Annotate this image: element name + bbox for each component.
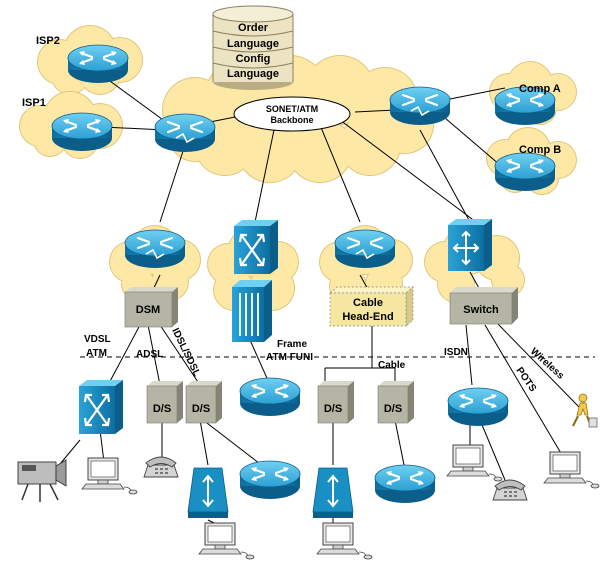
cable-modem-icon <box>312 467 354 519</box>
cable-router-icon <box>333 228 397 270</box>
atm-switch-top-icon <box>232 218 280 276</box>
database-label-4: Language <box>227 68 279 80</box>
ds-box-4 <box>377 380 415 424</box>
ds-box-2 <box>185 380 223 424</box>
frame-router-icon <box>238 376 302 418</box>
database-label-1: Order <box>238 22 269 34</box>
isdn-router-icon <box>446 386 510 428</box>
ds-label-3: D/S <box>324 403 342 415</box>
comp-b-label: Comp B <box>519 144 561 156</box>
dsm-label: DSM <box>136 304 160 316</box>
cable-link-label: Cable <box>378 360 406 371</box>
database-label-3: Config <box>236 53 271 65</box>
phone-adsl-icon <box>143 456 179 478</box>
vdsl-label: VDSL <box>84 334 111 345</box>
wireless-label: Wireless <box>528 346 566 382</box>
isp1-router-icon <box>50 111 114 153</box>
pc-isdn-icon <box>446 444 503 482</box>
switch-box <box>449 287 518 325</box>
ds-label-4: D/S <box>384 403 402 415</box>
connections <box>54 64 595 530</box>
isp2-label: ISP2 <box>36 35 60 47</box>
isdn-label: ISDN <box>444 347 468 358</box>
ds-box-1 <box>146 380 184 424</box>
switch-label: Switch <box>463 304 499 316</box>
pc-cable-icon <box>316 522 373 560</box>
ds-box-3 <box>317 380 355 424</box>
phone-isdn-icon <box>492 479 528 501</box>
atm-switch-vdsl-icon <box>77 378 125 436</box>
dsl-modem-icon <box>187 467 229 519</box>
multilayer-switch-icon <box>448 219 492 271</box>
comp-b-router-icon <box>493 151 557 193</box>
video-camera-icon <box>17 459 67 502</box>
atm-label: ATM <box>86 348 107 359</box>
core-router-right-icon <box>388 85 452 127</box>
pc-pots-icon <box>543 451 600 489</box>
database-icon <box>212 5 294 90</box>
dsl-router-icon <box>238 459 302 501</box>
atm-funi-label: ATM FUNI <box>266 352 313 363</box>
isp1-label: ISP1 <box>22 97 46 109</box>
isp2-router-icon <box>66 43 130 85</box>
frame-relay-switch-icon <box>232 280 272 342</box>
comp-a-label: Comp A <box>519 83 561 95</box>
cable-cpe-router-icon <box>373 463 437 505</box>
ds-label-2: D/S <box>192 403 210 415</box>
cable-head-end-label-2: Head-End <box>342 311 393 323</box>
database-label-2: Language <box>227 38 279 50</box>
cable-head-end-label-1: Cable <box>353 297 383 309</box>
frame-label: Frame <box>277 339 307 350</box>
idsl-sdsl-label: IDSL/SDSL <box>169 326 202 378</box>
backbone-label-2: Backbone <box>270 115 313 125</box>
pc-vdsl-icon <box>81 457 138 495</box>
pc-dsl-icon <box>198 522 255 560</box>
adsl-label: ADSL <box>136 349 163 360</box>
wireless-user-icon <box>572 393 598 428</box>
dsm-router-icon <box>123 228 187 270</box>
core-router-left-icon <box>153 112 217 154</box>
backbone-label-1: SONET/ATM <box>266 104 318 114</box>
ds-label-1: D/S <box>153 403 171 415</box>
backbone-ring <box>233 96 351 132</box>
cable-head-end-box <box>329 286 414 327</box>
dsm-box <box>124 287 178 328</box>
